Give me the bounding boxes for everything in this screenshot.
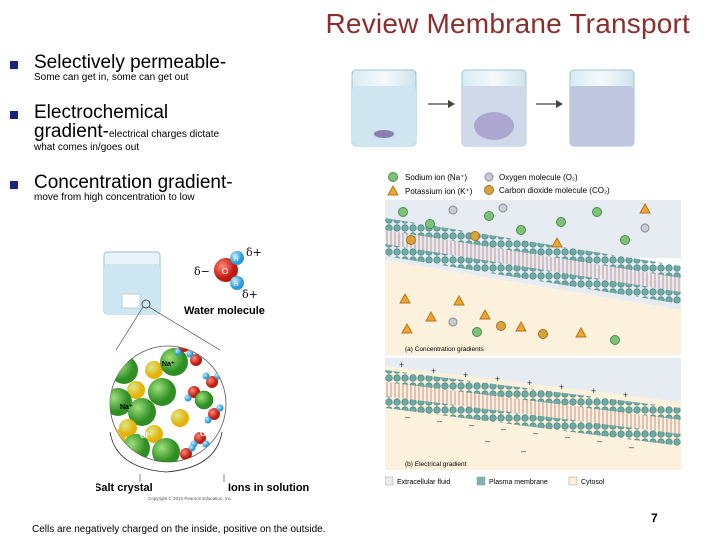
delta-plus-label: δ+ [242,288,258,301]
arrow-icon [536,100,563,108]
svg-text:+: + [399,360,404,370]
svg-text:+: + [591,386,596,396]
hydrogen-atom-label: H [234,257,238,263]
extracellular-molecules [398,202,651,248]
page-number: 7 [651,511,658,525]
svg-text:+: + [623,390,628,400]
legend-sodium: Sodium ion (Na⁺) [405,173,467,182]
arrow-icon [428,100,455,108]
ions-in-solution-label: Ions in solution [228,482,310,494]
membrane-inner-layer [385,396,681,446]
hydrogen-atom-label: H [234,282,238,288]
svg-text:–: – [533,428,538,438]
oxygen-atom-label: O [222,267,228,276]
panel-electrical-gradient: +++ +++ ++ ––– ––– –– –– (b) Electrical … [385,358,681,470]
na-ion-label: Na⁺ [120,404,133,411]
svg-text:–: – [565,432,570,442]
membrane-gradient-figure: (a) Concentration gradients + + + + + + + + –… [385,200,681,486]
legend-oxygen: Oxygen molecule (O₂) [499,173,578,182]
bullet-concentration-gradient: Concentration gradient- move from high c… [8,173,308,203]
key-plasma-membrane: Plasma membrane [489,479,548,486]
bullet-subtext: Some can get in, some can get out [34,72,189,83]
key-cytosol: Cytosol [581,479,605,486]
na-ion-label: Na⁺ [162,361,175,368]
slide-title: Review Membrane Transport [325,8,690,39]
membrane-outer-layer [385,370,681,420]
svg-text:+: + [559,382,564,392]
salt-crystal-label: Salt crystal [96,482,153,494]
svg-text:–: – [405,412,410,422]
bullet-heading: Selectively permeable- [34,52,227,73]
bullet-subtext: what comes in/goes out [34,142,140,153]
svg-text:+: + [527,378,532,388]
key-extracellular: Extracellular fluid [397,479,450,486]
bullet-heading: Concentration gradient- [34,172,233,193]
beaker-with-salt-icon [103,251,161,315]
water-molecule-label: Water molecule [184,305,265,317]
panel-concentration-gradient: (a) Concentration gradients [385,200,681,355]
magnified-ion-view [109,345,227,463]
delta-minus-label: δ− [194,265,210,278]
beaker-2-icon [461,69,527,147]
cytosol-molecules [399,292,620,345]
delta-plus-label: δ+ [246,246,262,259]
svg-text:–: – [469,420,474,430]
oxygen-molecule-icon [484,172,494,182]
beaker-3-icon [569,69,635,147]
membrane-lipid-tails [385,230,681,292]
co2-molecule-icon [484,185,494,195]
cl-ion-label: Cl⁻ [200,429,212,438]
salt-dissolution-figure: O H H δ− δ+ δ+ Water molecule [96,246,310,501]
bullet-subtext: move from high concentration to low [34,192,195,203]
membrane-outer-layer [385,218,681,278]
svg-text:–: – [501,424,506,434]
bullet-selectively-permeable: Selectively permeable- Some can get in, … [8,53,308,83]
bullet-square-icon [10,111,18,119]
bullet-electrochemical-gradient: Electrochemical gradient-electrical char… [8,103,308,153]
bullet-heading: Electrochemical [34,102,169,123]
svg-text:+: + [495,374,500,384]
charge-signs: +++ +++ ++ ––– ––– –– –– [399,360,634,456]
bullet-square-icon [10,61,18,69]
bullet-heading-continued: gradient- [34,121,109,142]
svg-text:+: + [463,370,468,380]
legend-potassium: Potassium ion (K⁺) [405,187,473,196]
panel-b-label: (b) Electrical gradient [405,461,467,468]
molecule-legend: Sodium ion (Na⁺) Potassium ion (K⁺) Oxyg… [387,172,610,196]
water-molecule-icon: O H H δ− δ+ δ+ [194,246,262,301]
svg-text:–: – [629,442,634,452]
svg-text:+: + [431,366,436,376]
bullet-square-icon [10,181,18,189]
sodium-ion-icon [388,172,398,182]
bullet-list: Selectively permeable- Some can get in, … [8,53,308,223]
potassium-ion-icon [387,184,399,196]
copyright-text: Copyright © 2010 Pearson Education, Inc. [148,495,232,501]
membrane-key: Extracellular fluid Plasma membrane Cyto… [385,476,605,486]
svg-text:–: – [597,436,602,446]
panel-a-label: (a) Concentration gradients [405,346,485,353]
membrane-inner-layer [385,244,681,304]
svg-text:–: – [521,446,526,456]
cl-ion-label: Cl⁻ [140,431,152,440]
beaker-1-icon [351,69,417,147]
bullet-inline-subtext: electrical charges dictate [109,129,220,140]
footer-note: Cells are negatively charged on the insi… [32,524,326,535]
svg-text:–: – [437,416,442,426]
membrane-lipid-tails [385,382,681,434]
legend-co2: Carbon dioxide molecule (CO₂) [499,186,610,195]
svg-text:–: – [485,436,490,446]
beaker-sequence-figure [351,69,635,147]
